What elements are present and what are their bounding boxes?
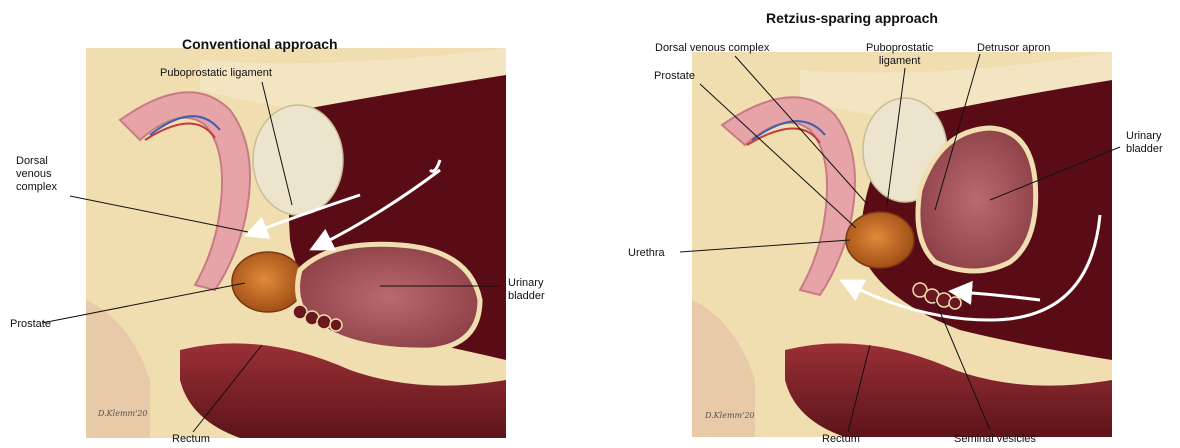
right-label-seminal-vesicles: Seminal vesicles <box>954 433 1036 446</box>
right-panel-title: Retzius-sparing approach <box>766 10 938 26</box>
right-label-detrusor-apron: Detrusor apron <box>977 42 1050 55</box>
right-label-dorsal-venous-complex: Dorsal venous complex <box>655 42 769 55</box>
left-label-rectum: Rectum <box>172 433 210 446</box>
right-label-prostate: Prostate <box>654 70 695 83</box>
retzius-sparing-illustration <box>692 52 1112 437</box>
right-label-rectum: Rectum <box>822 433 860 446</box>
right-label-urinary-bladder: Urinary bladder <box>1126 130 1163 156</box>
left-artist-signature: D.Klemm'20 <box>98 409 148 418</box>
conventional-illustration <box>86 48 506 438</box>
left-panel-title: Conventional approach <box>182 36 338 52</box>
right-label-urethra: Urethra <box>628 247 665 260</box>
right-label-puboprostatic-ligament: Puboprostatic ligament <box>866 42 933 68</box>
right-artist-signature: D.Klemm'20 <box>705 411 755 420</box>
left-label-urinary-bladder: Urinary bladder <box>508 277 545 303</box>
left-label-dorsal-venous-complex: Dorsal venous complex <box>16 155 57 194</box>
left-label-prostate: Prostate <box>10 318 51 331</box>
left-label-puboprostatic-ligament: Puboprostatic ligament <box>160 67 272 80</box>
